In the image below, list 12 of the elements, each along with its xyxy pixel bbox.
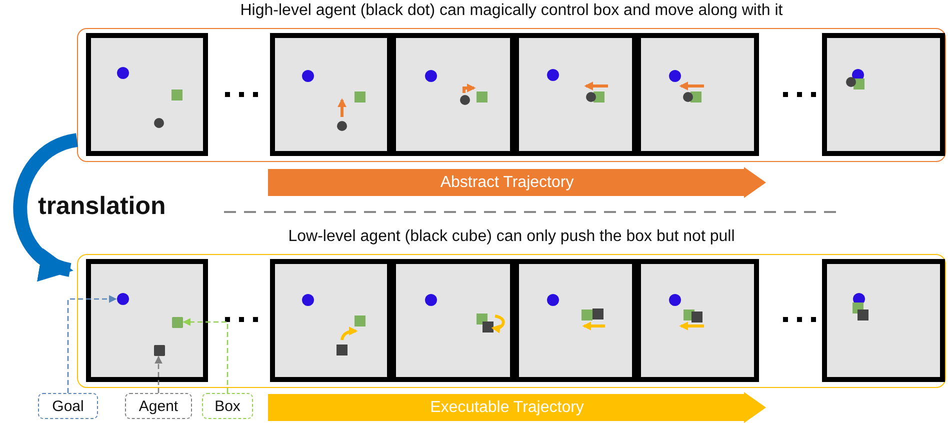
legend-tag: Goal [38,393,98,419]
trajectory-label: Executable Trajectory [429,398,585,418]
trajectory-arrow [268,167,766,198]
panel-title: High-level agent (black dot) can magically control box and move along with it [239,2,784,20]
legend-tag: Agent [125,393,192,419]
leader-line [182,318,228,393]
legend-tag: Box [202,393,253,419]
trajectory-arrow [268,392,766,423]
trajectory-label: Abstract Trajectory [439,172,575,192]
panel-title: Low-level agent (black cube) can only push the box but not pull [287,228,736,246]
leader-line [154,356,162,393]
leader-line [67,295,117,393]
